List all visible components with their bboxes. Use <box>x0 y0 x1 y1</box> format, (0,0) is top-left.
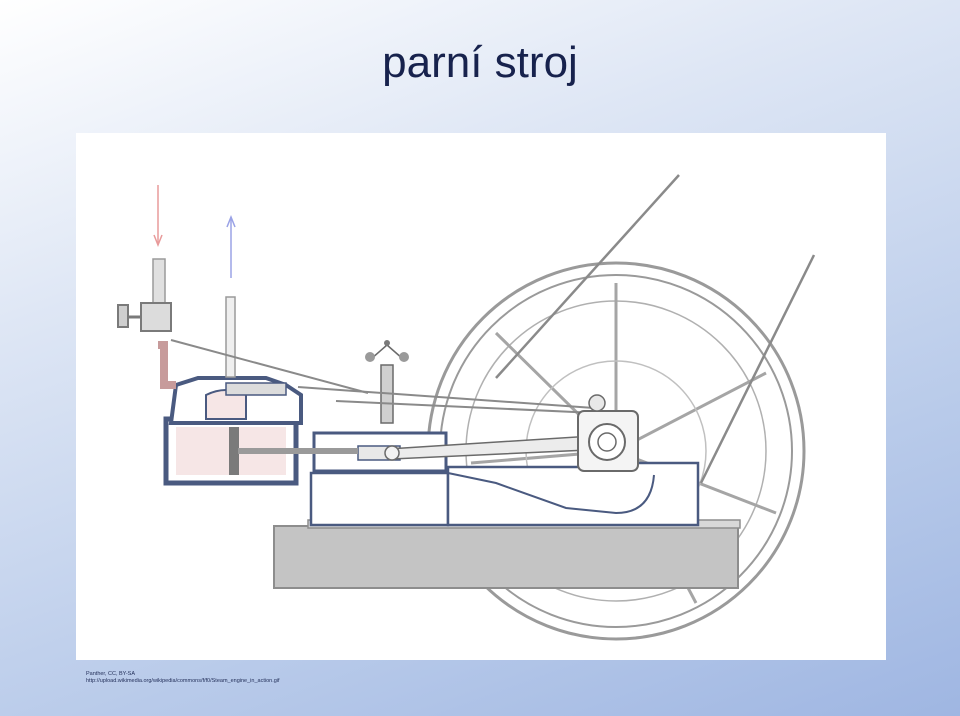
engine-frame <box>309 471 450 527</box>
steam-in-arrow <box>153 185 163 248</box>
image-credit-url[interactable]: http://upload.wikimedia.org/wikipedia/co… <box>86 678 280 684</box>
eccentric-rod-1 <box>495 174 680 379</box>
exhaust-pipe <box>225 296 236 378</box>
engine-base <box>273 525 739 589</box>
crank-bearing <box>577 394 639 472</box>
centrifugal-governor <box>365 340 409 424</box>
steam-engine-diagram <box>76 133 886 660</box>
valve-rod <box>170 339 369 394</box>
exhaust-arrow <box>226 214 236 278</box>
eccentric-rod-2 <box>699 254 816 484</box>
steam-inlet-pipe <box>158 341 176 389</box>
steam-engine-svg <box>117 174 816 641</box>
slide-title: parní stroj <box>382 38 578 87</box>
steam-cylinder <box>163 376 358 486</box>
image-credit-author: Panther, CC, BY-SA <box>86 671 136 677</box>
throttle-valve <box>117 302 172 332</box>
